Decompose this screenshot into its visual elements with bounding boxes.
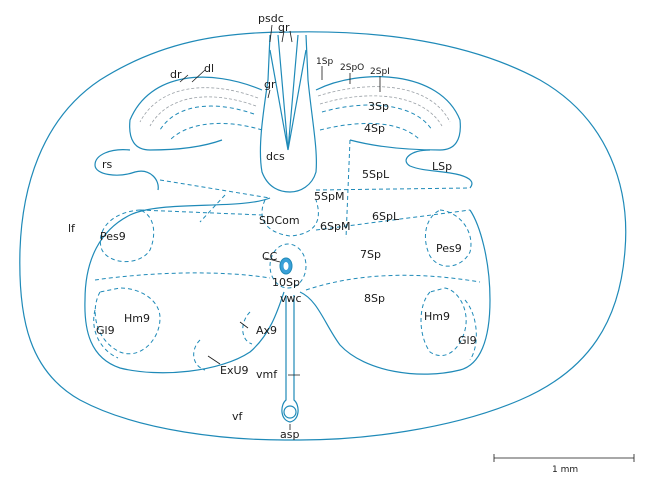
label-gr-top: gr bbox=[278, 21, 290, 34]
left-5-boundary bbox=[159, 179, 271, 199]
dorsal-funiculus bbox=[259, 34, 317, 193]
central-canal-lumen bbox=[283, 262, 289, 270]
left-dorsal-horn bbox=[129, 76, 263, 151]
label-psdc: psdc bbox=[258, 12, 284, 25]
right-dorsal-laminae-2 bbox=[319, 95, 443, 127]
left-7-boundary bbox=[94, 272, 271, 281]
label-ax9: Ax9 bbox=[256, 324, 277, 337]
left-rs-notch bbox=[94, 149, 159, 191]
scale-bar bbox=[493, 454, 635, 462]
ax9-nucleus bbox=[242, 311, 253, 345]
right-dorsal-laminae-3 bbox=[321, 104, 433, 131]
left-hm9 bbox=[94, 287, 161, 355]
label-pes9-left: Pes9 bbox=[100, 230, 126, 243]
label-1sp: 1Sp bbox=[316, 57, 333, 67]
right-hm9 bbox=[420, 287, 467, 357]
label-gl9-right: Gl9 bbox=[458, 334, 477, 347]
label-lf: lf bbox=[68, 222, 76, 235]
label-6spm: 6SpM bbox=[320, 220, 350, 233]
label-gl9-left: Gl9 bbox=[96, 324, 115, 337]
sdcom-region bbox=[261, 199, 319, 237]
right-lamina-4 bbox=[319, 123, 421, 141]
label-8sp: 8Sp bbox=[364, 292, 385, 305]
label-rs: rs bbox=[102, 158, 113, 171]
right-6-boundary bbox=[315, 209, 471, 231]
ventral-median-fissure bbox=[281, 295, 299, 423]
cord-outline bbox=[19, 31, 627, 441]
left-ventral-horn bbox=[84, 197, 285, 374]
scale-label: 1 mm bbox=[552, 465, 578, 475]
right-ventral-horn bbox=[299, 209, 491, 375]
label-gr-mid: gr bbox=[264, 78, 276, 91]
left-lamina-4 bbox=[169, 123, 263, 141]
leader-lines bbox=[179, 24, 381, 430]
label-4sp: 4Sp bbox=[364, 122, 385, 135]
label-7sp: 7Sp bbox=[360, 248, 381, 261]
left-dorsal-laminae-1 bbox=[139, 87, 259, 123]
label-dl: dl bbox=[204, 62, 214, 75]
label-vwc: vwc bbox=[280, 292, 302, 305]
label-vmf: vmf bbox=[256, 368, 278, 381]
label-asp: asp bbox=[280, 428, 299, 441]
label-sdcom: SDCom bbox=[259, 214, 300, 227]
right-7-boundary bbox=[305, 274, 481, 291]
label-cc: CC bbox=[262, 250, 278, 263]
left-pes9 bbox=[99, 209, 155, 263]
label-dr: dr bbox=[170, 68, 182, 81]
right-dorsal-horn bbox=[315, 76, 461, 151]
label-2spo: 2SpO bbox=[340, 63, 364, 73]
label-lsp: LSp bbox=[432, 160, 452, 173]
label-10sp: 10Sp bbox=[272, 276, 300, 289]
anterior-spinal-artery bbox=[283, 405, 297, 419]
lamina-10-ring bbox=[269, 243, 307, 289]
label-5spm: 5SpM bbox=[314, 190, 344, 203]
right-gl9 bbox=[464, 299, 477, 361]
label-dcs: dcs bbox=[266, 150, 285, 163]
left-6-boundary bbox=[139, 194, 263, 223]
label-6spl: 6SpL bbox=[372, 210, 400, 223]
left-dorsal-laminae-2 bbox=[149, 96, 257, 127]
exu9-nucleus bbox=[193, 339, 206, 371]
label-exu9: ExU9 bbox=[220, 364, 249, 377]
label-hm9-right: Hm9 bbox=[424, 310, 450, 323]
label-2spi: 2SpI bbox=[370, 67, 390, 77]
gracile-lines bbox=[269, 34, 307, 151]
label-5spl: 5SpL bbox=[362, 168, 390, 181]
right-lsp-notch bbox=[405, 149, 473, 189]
left-gl9 bbox=[93, 309, 119, 359]
right-5-mid-boundary bbox=[345, 139, 351, 239]
label-3sp: 3Sp bbox=[368, 100, 389, 113]
right-5-boundary bbox=[315, 187, 471, 191]
right-dorsal-laminae-1 bbox=[317, 86, 451, 123]
label-vf: vf bbox=[232, 410, 244, 423]
left-dorsal-laminae-3 bbox=[159, 105, 255, 131]
label-hm9-left: Hm9 bbox=[124, 312, 150, 325]
label-pes9-right: Pes9 bbox=[436, 242, 462, 255]
right-pes9 bbox=[424, 209, 472, 267]
